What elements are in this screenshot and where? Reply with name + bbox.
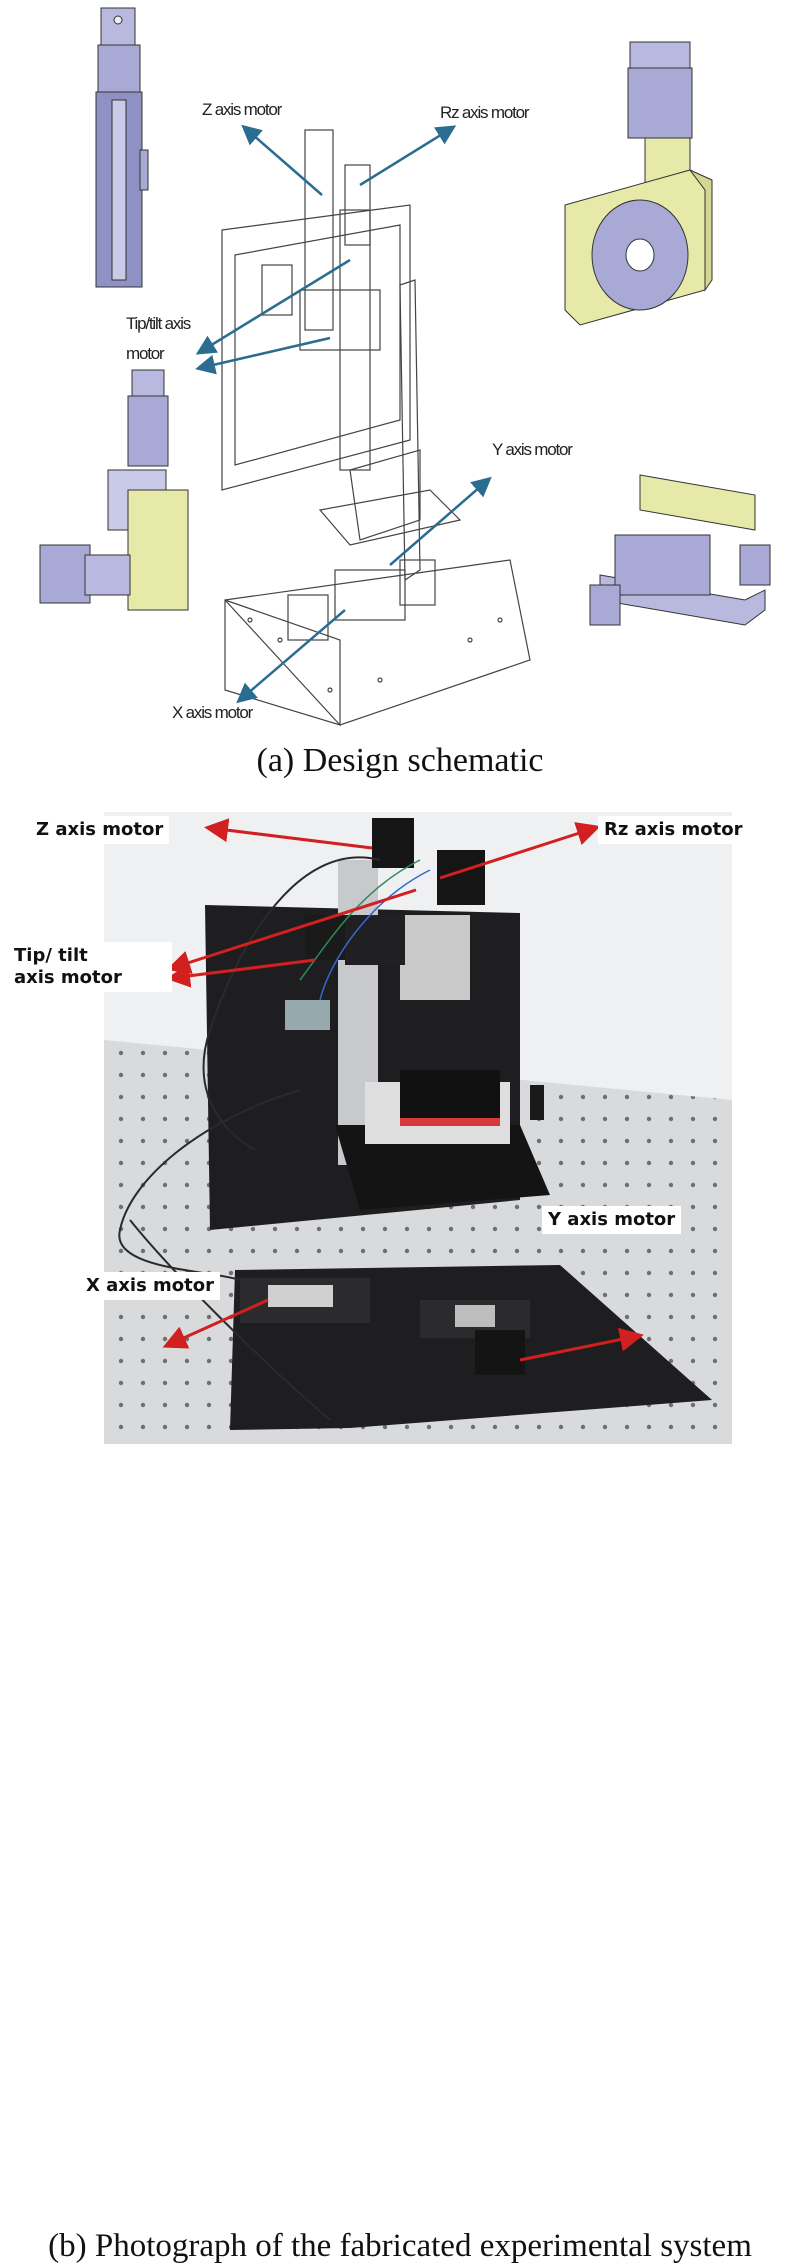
arrow-photo-rz-axis <box>439 822 601 880</box>
photo-label-tip-tilt: Tip/ tilt axis motor <box>8 942 172 992</box>
arrow-z-axis <box>241 124 323 196</box>
arrow-tip-tilt-1 <box>195 258 351 355</box>
xy-stage-render <box>589 474 771 626</box>
label-x-axis-motor: X axis motor <box>172 703 253 722</box>
assembly-line-drawing <box>221 129 531 727</box>
label-z-axis-motor: Z axis motor <box>202 100 282 119</box>
schematic-drawing <box>39 7 771 727</box>
caption-design-schematic: (a) Design schematic <box>256 742 544 779</box>
arrow-photo-z-axis <box>204 818 373 850</box>
label-y-axis-motor: Y axis motor <box>492 440 573 459</box>
arrow-photo-y-axis <box>519 1327 644 1362</box>
caption-photograph: (b) Photograph of the fabricated experim… <box>48 2228 752 2264</box>
photograph-panel: Z axis motor Rz axis motor Tip/ tilt axi… <box>0 800 800 2264</box>
photo-label-x-axis-motor: X axis motor <box>80 1272 221 1300</box>
label-tip-tilt-line2: motor <box>126 344 165 363</box>
z-axis-actuator-render <box>95 7 149 288</box>
label-rz-axis-motor: Rz axis motor <box>440 103 530 122</box>
rz-axis-stage-render <box>564 41 713 326</box>
experimental-system-photo <box>104 812 732 1444</box>
photo-arrows <box>162 818 644 1362</box>
arrow-photo-tip-tilt-2 <box>166 958 316 988</box>
arrow-y-axis <box>389 476 492 566</box>
photo-label-rz-axis-motor: Rz axis motor <box>598 816 749 844</box>
photo-label-y-axis-motor: Y axis motor <box>542 1206 682 1234</box>
arrow-tip-tilt-2 <box>195 336 331 375</box>
photo-label-tip-tilt-line1: Tip/ tilt <box>14 945 88 966</box>
photo-label-z-axis-motor: Z axis motor <box>30 816 170 844</box>
label-tip-tilt-line1: Tip/tilt axis <box>126 314 191 333</box>
arrow-x-axis <box>236 609 346 704</box>
schematic-arrows <box>195 124 492 704</box>
photo-label-tip-tilt-line2: axis motor <box>14 967 122 988</box>
design-schematic-panel: Z axis motor Rz axis motor Tip/tilt axis… <box>0 0 800 800</box>
arrow-photo-tip-tilt-1 <box>166 888 417 974</box>
tip-tilt-module-render <box>39 369 189 611</box>
arrow-rz-axis <box>359 125 457 187</box>
arrow-photo-x-axis <box>162 1298 269 1349</box>
